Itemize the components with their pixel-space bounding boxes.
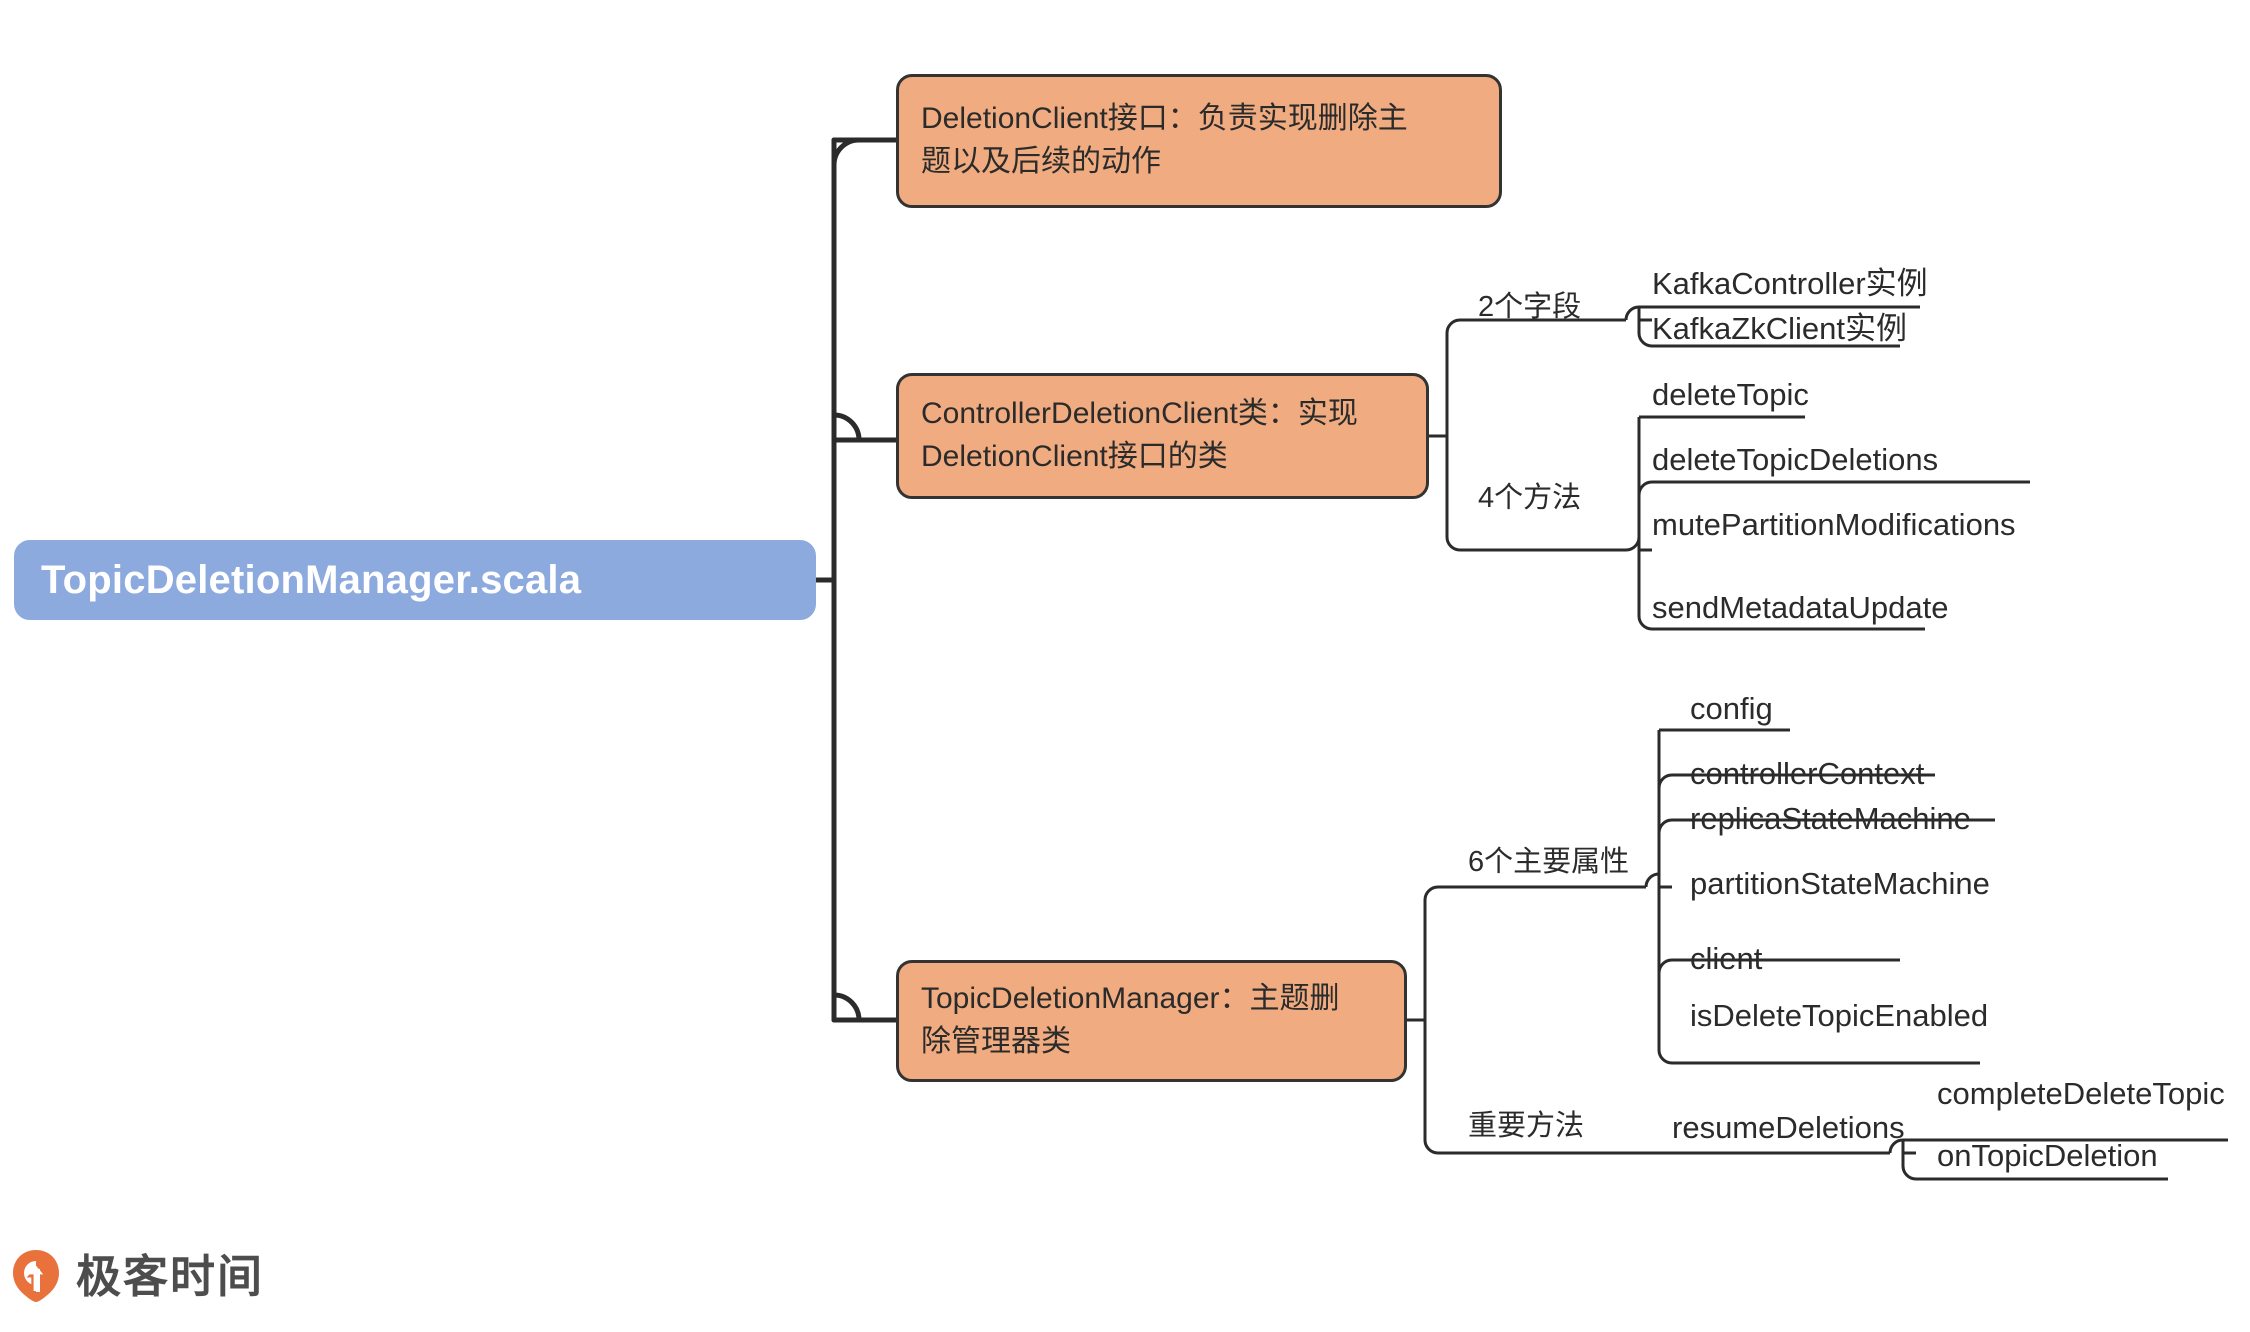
geektime-logo: 极客时间 <box>10 1248 264 1304</box>
branch-node-controller-deletion-client-line2: DeletionClient接口的类 <box>921 440 1228 473</box>
geektime-drop-icon <box>10 1248 62 1304</box>
leaf-deletetopic[interactable]: deleteTopic <box>1652 377 1809 412</box>
leaf-deletetopicdeletions[interactable]: deleteTopicDeletions <box>1652 442 1939 477</box>
leaf-kafkazkclient-instance[interactable]: KafkaZkClient实例 <box>1652 311 1907 346</box>
leaf-kafkacontroller-instance[interactable]: KafkaController实例 <box>1652 266 1928 301</box>
group-label-important-methods: 重要方法 <box>1468 1110 1585 1142</box>
branch-node-topic-deletion-manager-line1: TopicDeletionManager：主题删 <box>921 982 1340 1016</box>
root-node-label: TopicDeletionManager.scala <box>41 557 582 602</box>
branch-node-controller-deletion-client-line1: ControllerDeletionClient类：实现 <box>921 397 1358 431</box>
leaf-sendmetadataupdate[interactable]: sendMetadataUpdate <box>1652 590 1949 625</box>
leaf-completedeletetopic[interactable]: completeDeleteTopic <box>1937 1076 2225 1111</box>
leaf-controllercontext[interactable]: controllerContext <box>1690 756 1925 791</box>
leaf-mutepartitionmodifications[interactable]: mutePartitionModifications <box>1652 507 2016 542</box>
branch-node-controller-deletion-client[interactable]: ControllerDeletionClient类：实现 DeletionCli… <box>896 373 1429 499</box>
branch-node-deletion-client-line1: DeletionClient接口：负责实现删除主 <box>921 102 1408 136</box>
leaf-replicastatemachine[interactable]: replicaStateMachine <box>1690 801 1971 836</box>
leaf-ontopicdeletion[interactable]: onTopicDeletion <box>1937 1138 2158 1173</box>
group-label-4-methods: 4个方法 <box>1478 482 1582 514</box>
group-label-6-attributes: 6个主要属性 <box>1468 846 1630 878</box>
root-node[interactable]: TopicDeletionManager.scala <box>14 540 816 620</box>
leaf-config[interactable]: config <box>1690 691 1773 726</box>
leaf-isdeletetopicenabled[interactable]: isDeleteTopicEnabled <box>1690 998 1989 1033</box>
leaf-partitionstatemachine[interactable]: partitionStateMachine <box>1690 866 1990 901</box>
leaf-client[interactable]: client <box>1690 941 1763 976</box>
geektime-wordmark: 极客时间 <box>76 1249 265 1303</box>
branch-node-topic-deletion-manager[interactable]: TopicDeletionManager：主题删 除管理器类 <box>896 960 1407 1082</box>
branch-node-deletion-client[interactable]: DeletionClient接口：负责实现删除主 题以及后续的动作 <box>896 74 1502 208</box>
branch-node-deletion-client-line2: 题以及后续的动作 <box>921 145 1161 178</box>
group-label-2-fields: 2个字段 <box>1478 291 1582 323</box>
branch-node-topic-deletion-manager-line2: 除管理器类 <box>921 1025 1071 1058</box>
leaf-resumedeletions[interactable]: resumeDeletions <box>1672 1110 1905 1145</box>
